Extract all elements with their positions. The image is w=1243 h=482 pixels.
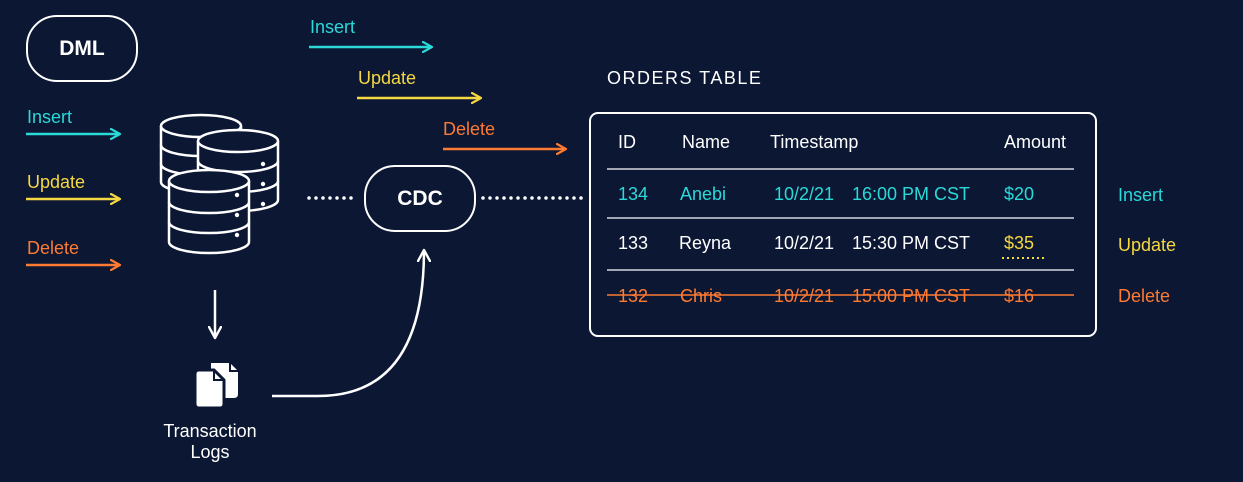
- row-name: Anebi: [680, 184, 727, 204]
- column-header-amount: Amount: [1004, 132, 1067, 152]
- column-header-name: Name: [682, 132, 731, 152]
- transaction-logs-label: Transaction Logs: [150, 421, 270, 463]
- row-amount: $16: [1004, 286, 1035, 306]
- curved-arrow-icon: [272, 250, 424, 398]
- row-name: Reyna: [679, 233, 732, 253]
- row-date: 10/2/21: [774, 286, 835, 306]
- dml-insert-label: Insert: [27, 107, 73, 127]
- row-id: 134: [618, 184, 649, 204]
- row-operation-label: Delete: [1118, 286, 1171, 306]
- row-time: 15:30 PM CST: [852, 233, 971, 253]
- documents-icon: [193, 363, 238, 410]
- orders-table-frame: [589, 112, 1097, 337]
- row-time: 16:00 PM CST: [852, 184, 971, 204]
- cdc-update-label: Update: [358, 68, 417, 88]
- row-id: 132: [618, 286, 649, 306]
- row-operation-label: Update: [1118, 235, 1177, 255]
- dml-title: DML: [59, 36, 105, 60]
- database-icon: [159, 113, 280, 255]
- column-header-id: ID: [618, 132, 636, 152]
- dml-delete-label: Delete: [27, 238, 80, 258]
- column-header-timestamp: Timestamp: [770, 132, 859, 152]
- cdc-box: [364, 165, 476, 232]
- cdc-delete-label: Delete: [443, 119, 496, 139]
- dml-box: [26, 15, 138, 82]
- row-amount: $35: [1004, 233, 1035, 253]
- row-date: 10/2/21: [774, 184, 835, 204]
- cdc-title: CDC: [397, 186, 443, 210]
- orders-table-title: ORDERS TABLE: [607, 68, 763, 88]
- row-amount: $20: [1004, 184, 1035, 204]
- cdc-insert-label: Insert: [310, 17, 356, 37]
- transaction-logs-line2: Logs: [190, 442, 230, 462]
- dml-update-label: Update: [27, 172, 86, 192]
- row-time: 15:00 PM CST: [852, 286, 971, 306]
- row-id: 133: [618, 233, 649, 253]
- transaction-logs-line1: Transaction: [163, 421, 257, 441]
- row-operation-label: Insert: [1118, 185, 1164, 205]
- row-name: Chris: [680, 286, 723, 306]
- row-date: 10/2/21: [774, 233, 835, 253]
